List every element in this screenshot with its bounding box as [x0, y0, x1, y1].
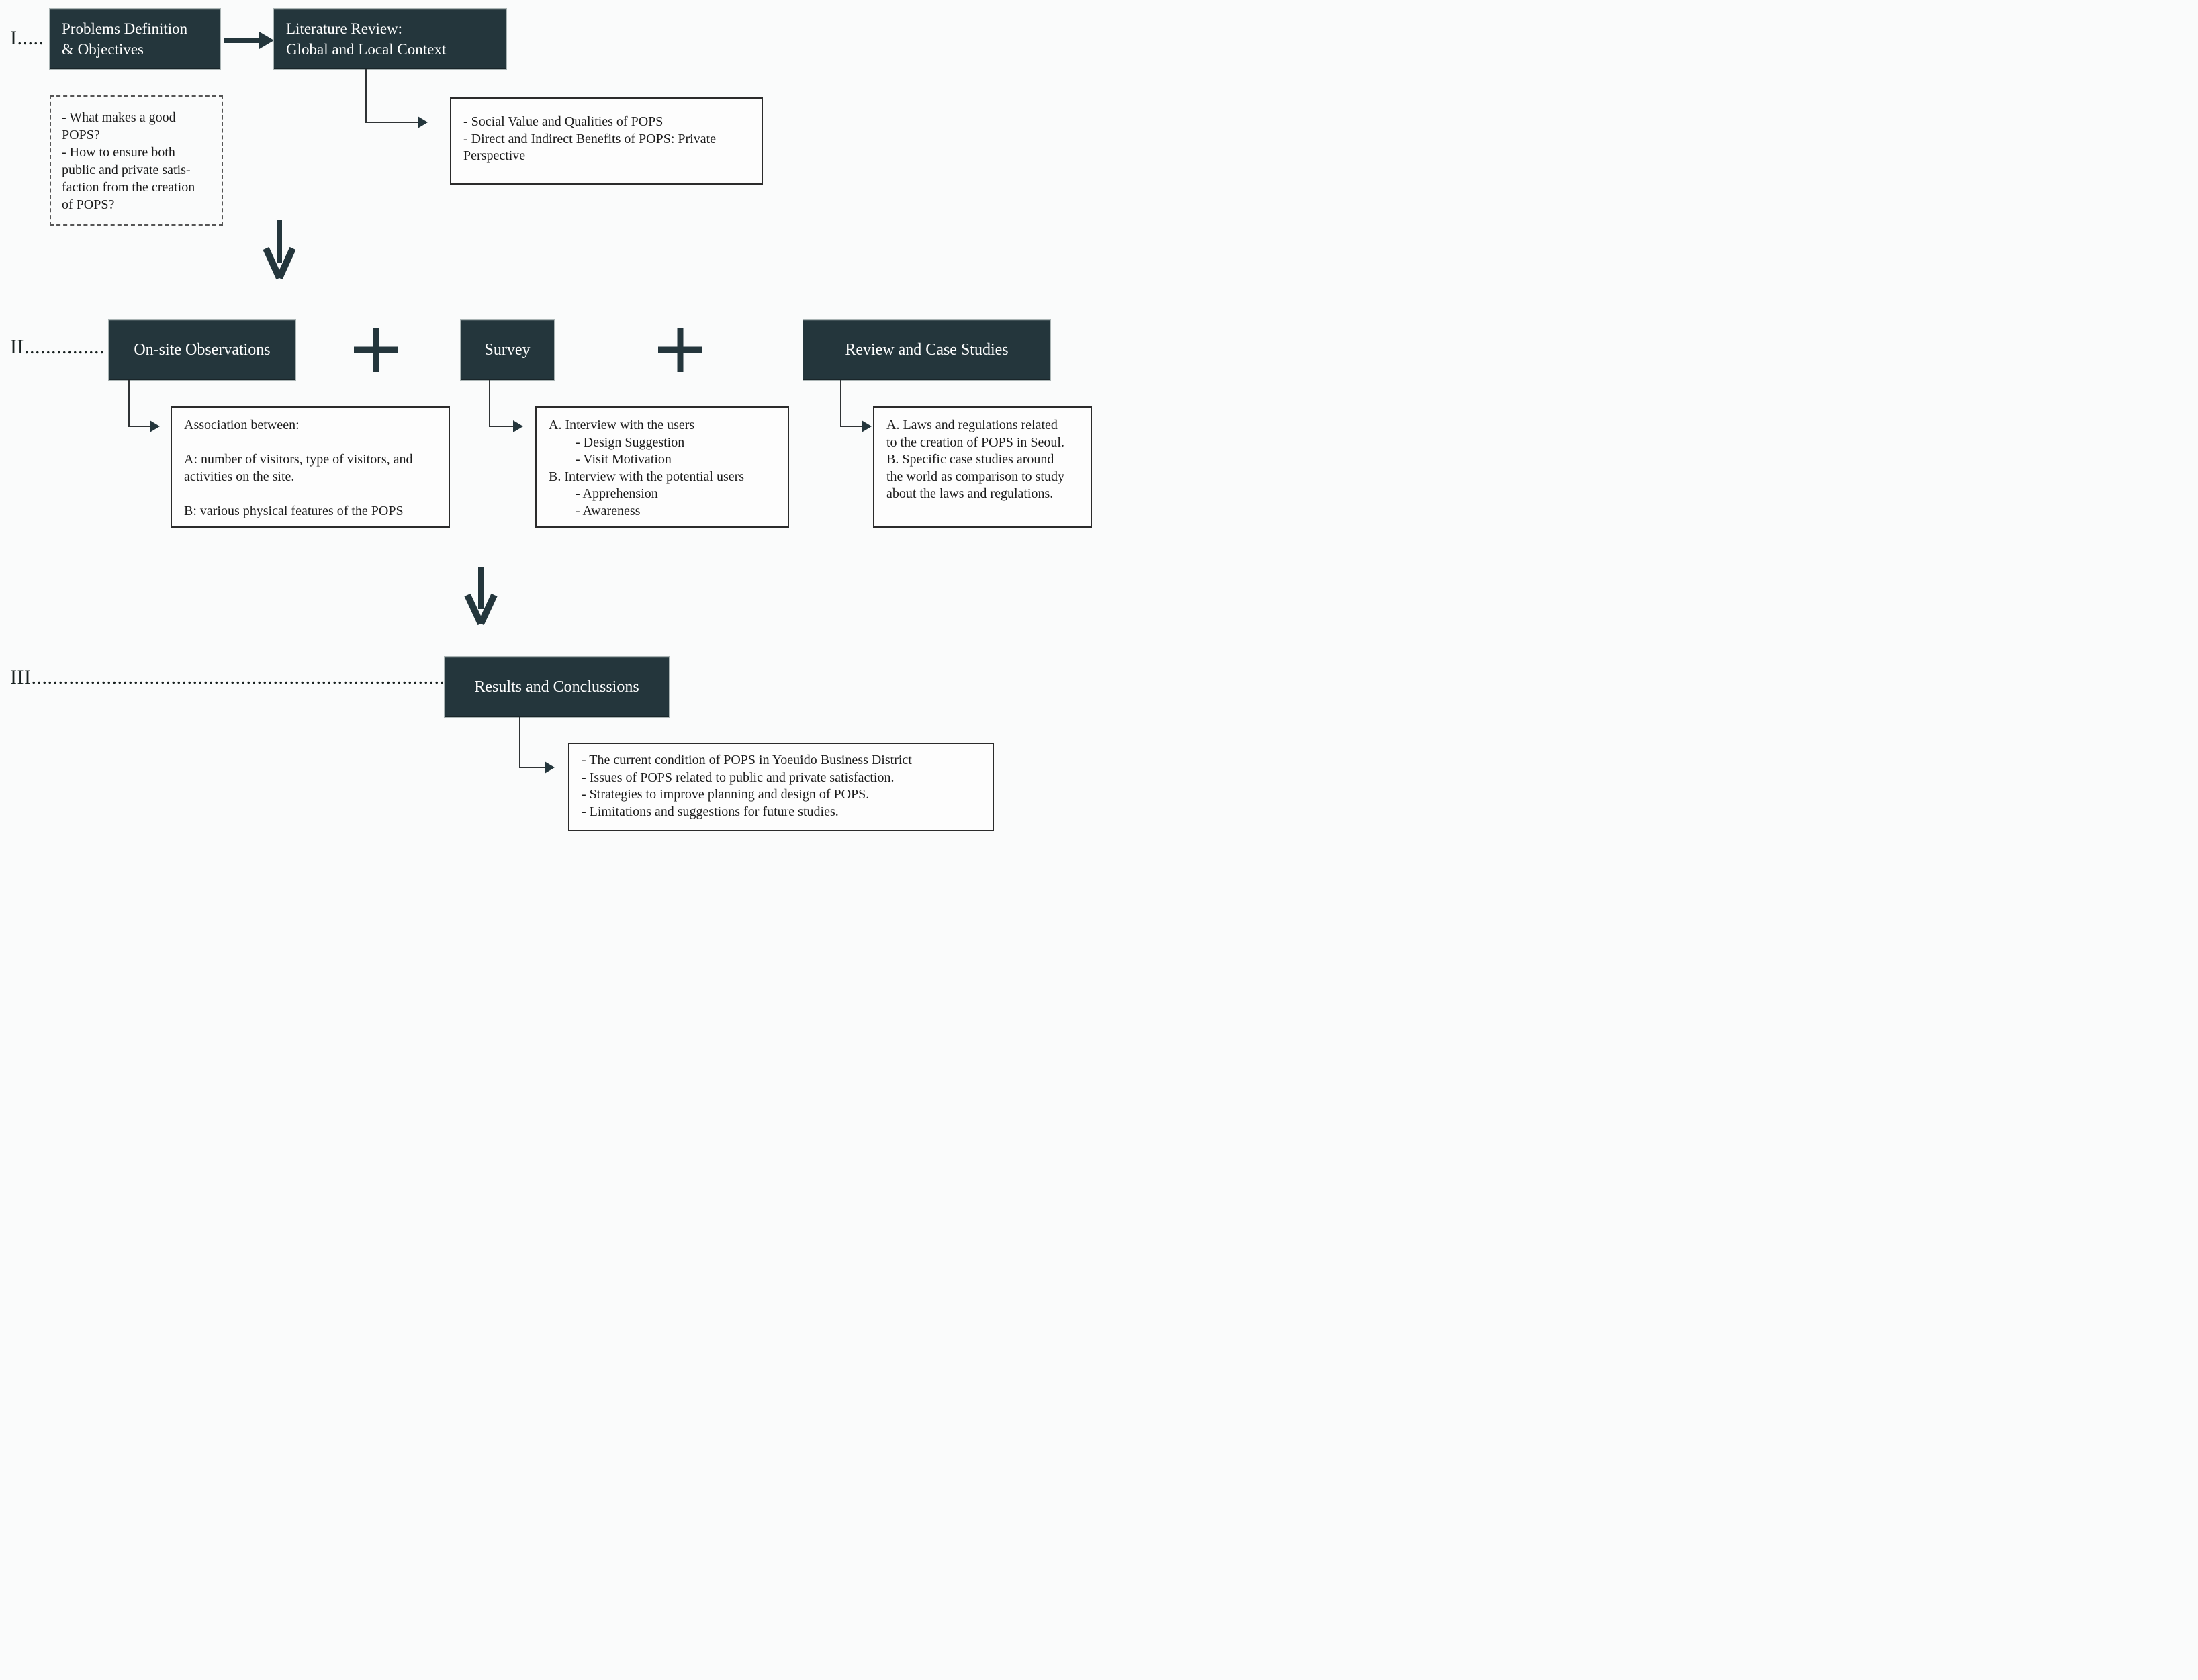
box-literature-review-text: Literature Review: Global and Local Cont…	[286, 19, 447, 58]
arrow-down-icon	[464, 567, 498, 626]
connector-vline	[365, 69, 367, 123]
note-social-value-text: - Social Value and Qualities of POPS - D…	[463, 114, 717, 164]
arrowhead-right-icon	[545, 761, 555, 774]
note-outcomes: - The current condition of POPS in Yoeui…	[568, 743, 994, 831]
box-onsite-observations: On-site Observations	[109, 320, 295, 380]
methodology-flowchart: I..... Problems Definition & Objectives …	[0, 0, 1099, 840]
note-interviews-text: A. Interview with the users - Design Sug…	[549, 418, 745, 518]
connector-vline	[840, 380, 841, 427]
plus-icon	[354, 328, 398, 372]
connector-hline	[128, 426, 151, 427]
plus-icon	[658, 328, 702, 372]
arrowhead-right-icon	[418, 116, 428, 128]
note-interviews: A. Interview with the users - Design Sug…	[535, 406, 789, 528]
note-outcomes-text: - The current condition of POPS in Yoeui…	[582, 753, 912, 819]
box-problems-definition-text: Problems Definition & Objectives	[62, 19, 188, 58]
arrowhead-right-icon	[862, 420, 872, 432]
note-laws-regulations: A. Laws and regulations related to the c…	[873, 406, 1092, 528]
connector-hline	[365, 122, 419, 123]
box-results-conclusions: Results and Conclussions	[445, 657, 669, 717]
note-association: Association between: A: number of visito…	[171, 406, 450, 528]
arrowhead-right-icon	[513, 420, 523, 432]
note-social-value: - Social Value and Qualities of POPS - D…	[450, 97, 763, 185]
box-survey: Survey	[461, 320, 554, 380]
stage-label-1: I.....	[10, 27, 44, 49]
plus-horizontal-bar	[658, 346, 702, 353]
note-research-questions-text: - What makes a good POPS? - How to ensur…	[62, 110, 195, 212]
connector-vline	[489, 380, 490, 427]
connector-hline	[840, 426, 863, 427]
stage-label-2: II...............	[10, 336, 105, 358]
connector-vline	[128, 380, 130, 427]
note-research-questions: - What makes a good POPS? - How to ensur…	[50, 95, 223, 226]
arrowhead-right-icon	[150, 420, 160, 432]
connector-hline	[489, 426, 514, 427]
note-laws-regulations-text: A. Laws and regulations related to the c…	[886, 418, 1064, 502]
plus-horizontal-bar	[354, 346, 398, 353]
arrow-down-icon	[263, 220, 296, 280]
arrow-right-head	[259, 32, 274, 49]
box-review-case-studies-text: Review and Case Studies	[845, 340, 1009, 359]
box-onsite-observations-text: On-site Observations	[134, 340, 271, 359]
connector-hline	[519, 767, 546, 768]
arrow-right-stem	[224, 38, 259, 43]
connector-vline	[519, 717, 520, 768]
box-literature-review: Literature Review: Global and Local Cont…	[274, 9, 506, 69]
note-association-text: Association between: A: number of visito…	[184, 418, 413, 518]
box-review-case-studies: Review and Case Studies	[803, 320, 1050, 380]
stage-label-3: III.....................................…	[10, 666, 461, 688]
box-results-conclusions-text: Results and Conclussions	[474, 678, 639, 696]
box-problems-definition: Problems Definition & Objectives	[50, 9, 220, 69]
box-survey-text: Survey	[484, 340, 531, 359]
